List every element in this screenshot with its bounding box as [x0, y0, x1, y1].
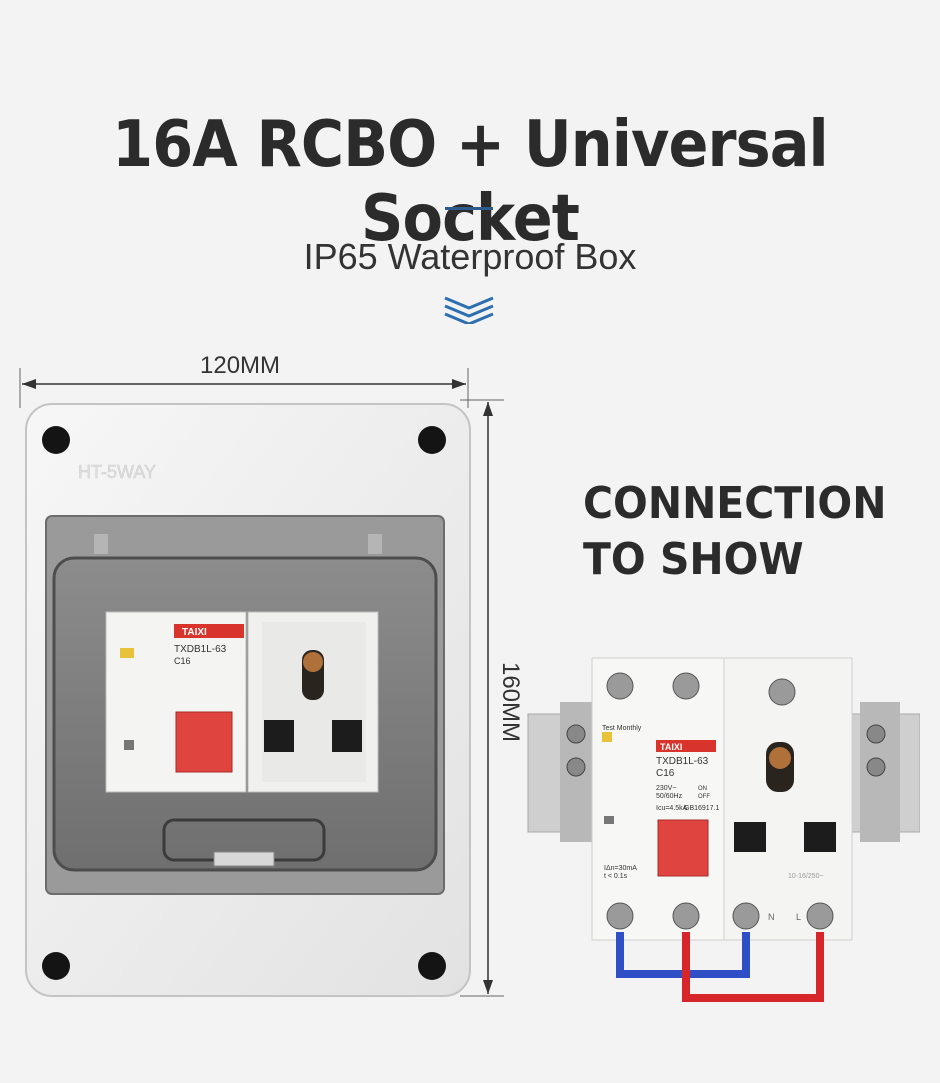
breaker-standard: GB16917.1 — [684, 805, 720, 812]
enclosure-lid-text: HT-5WAY — [78, 462, 156, 482]
breaker-off-label: OFF — [698, 794, 710, 800]
svg-text:TXDB1L-63: TXDB1L-63 — [174, 644, 227, 655]
socket-rating: 10-16/250~ — [788, 873, 824, 880]
wiring-demo-illustration: Test Monthly TAIXI TXDB1L-63 C16 230V~ 5… — [527, 657, 920, 1002]
breaker-icu: Icu=4.5kA — [656, 805, 688, 812]
title-divider — [445, 207, 493, 210]
terminal-l-label: L — [796, 912, 801, 922]
breaker-brand: TAIXI — [660, 742, 682, 752]
height-dimension-arrow — [460, 399, 504, 997]
connection-heading-line2: TO SHOW — [583, 534, 804, 585]
terminal-n-label: N — [768, 912, 775, 922]
width-dimension-label: 120MM — [200, 352, 281, 379]
page-subtitle: IP65 Waterproof Box — [303, 236, 637, 277]
page-title: 16A RCBO + Universal Socket — [112, 108, 829, 256]
chevron-down-icon — [444, 296, 494, 324]
svg-text:TAIXI: TAIXI — [182, 627, 207, 638]
breaker-rating: C16 — [656, 768, 675, 779]
breaker-frequency: 50/60Hz — [656, 793, 683, 800]
breaker-voltage: 230V~ — [656, 785, 676, 792]
connection-heading: CONNECTION TO SHOW — [583, 476, 886, 588]
breaker-model: TXDB1L-63 — [656, 756, 709, 767]
connection-heading-line1: CONNECTION — [583, 478, 887, 529]
waterproof-enclosure: HT-5WAY TAIXI TXDB1L-63 C16 — [25, 403, 471, 997]
breaker-residual: IΔn=30mA — [604, 865, 637, 872]
breaker-trip-time: t < 0.1s — [604, 873, 628, 880]
svg-text:C16: C16 — [174, 656, 191, 666]
breaker-on-label: ON — [698, 786, 707, 792]
width-dimension-arrow — [19, 368, 469, 408]
breaker-test-label: Test Monthly — [602, 725, 642, 732]
